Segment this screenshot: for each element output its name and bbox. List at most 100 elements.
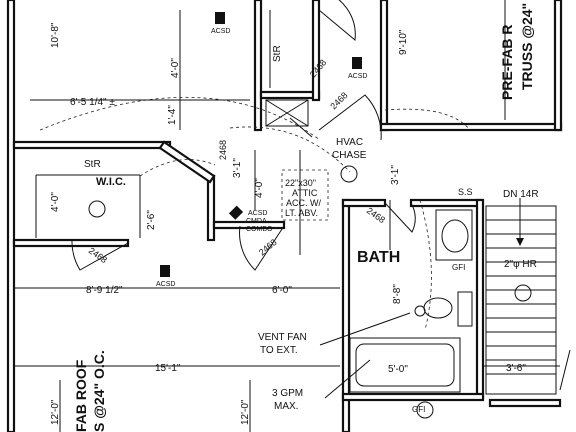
vent-fan-symbol <box>414 305 426 317</box>
closet-wall-west <box>253 0 263 132</box>
room-east-wall <box>379 0 389 132</box>
door-size-label: 2468 <box>87 245 109 265</box>
chase-label: CHASE <box>332 150 367 161</box>
attic-line1: 22"x30" <box>285 178 316 188</box>
handrail-label: 2"φ HR <box>504 259 537 270</box>
smoke-detector-icon <box>215 12 225 24</box>
door-swing-bath <box>384 202 416 233</box>
door-size-label: 2468 <box>308 58 329 80</box>
stair-arrow-head <box>516 238 524 246</box>
switch-arc-3 <box>384 108 471 131</box>
door-swing-room <box>318 94 382 141</box>
dim-6-0: 6'-0" <box>272 285 292 296</box>
smoke-detector-icon <box>352 57 362 69</box>
west-wall <box>6 0 16 432</box>
smoke-detector-icon <box>160 265 170 277</box>
switch-arc-5 <box>139 159 216 177</box>
north-wall-right <box>379 122 563 132</box>
combo-detector-icon <box>228 205 244 220</box>
door-size-label: 2468 <box>257 237 279 258</box>
dim-12-0-mid: 12'-0" <box>240 399 251 425</box>
lower-light-icon <box>416 401 434 419</box>
attic-line4: LT. ABV. <box>285 208 318 218</box>
dim-4-0-top: 4'-0" <box>170 58 181 78</box>
attic-line2: ATTIC <box>292 188 318 198</box>
walls <box>6 0 563 432</box>
bath-north-wall-a <box>341 198 387 208</box>
door-size-label: 2468 <box>218 140 228 160</box>
bath-north-wall-b <box>409 198 483 208</box>
roof-label-line2: S @24" O.C. <box>91 350 107 432</box>
acsd-label: ACSD <box>348 73 367 80</box>
stair-landing-wall <box>488 398 562 408</box>
bath-fixtures <box>349 209 473 393</box>
switch-arc-4 <box>419 199 432 331</box>
bathtub <box>349 337 461 393</box>
dim-15-1: 15'-1" <box>155 363 181 374</box>
gfi-label: GFI <box>452 263 465 272</box>
toilet-bowl <box>423 297 453 319</box>
door-swings <box>71 0 416 271</box>
vent-fan-line1: VENT FAN <box>258 332 307 343</box>
truss-label-line1: PRE-FAB R <box>499 25 515 100</box>
dimension-lines <box>14 10 560 432</box>
downstairs-label: DN 14R <box>503 189 539 200</box>
door-swing-wic <box>71 239 129 271</box>
wic-label: W.I.C. <box>96 176 126 188</box>
dim-8-8: 8'-8" <box>392 284 403 304</box>
dim-10-8: 10'-8" <box>50 22 61 48</box>
acsd-label: ACSD <box>156 281 175 288</box>
closet-wall-east <box>311 0 321 102</box>
lavatory-sink <box>441 219 469 253</box>
door-swing-hall <box>239 225 285 271</box>
door-size-label: 2468 <box>328 90 349 111</box>
far-east-wall <box>553 0 563 132</box>
wic-light-icon <box>88 200 106 218</box>
dim-4-0-left: 4'-0" <box>50 192 61 212</box>
hall-light-icon <box>340 165 358 183</box>
wic-diagonal-wall <box>158 140 216 184</box>
attic-line3: ACC. W/ <box>286 198 321 208</box>
stair-light-icon <box>514 284 532 302</box>
wic-east-wall <box>206 174 216 242</box>
dim-3-1b: 3'-1" <box>390 165 401 185</box>
ceiling-lights <box>88 165 532 419</box>
hvac-leader <box>289 117 313 138</box>
dim-1-4: 1'-4" <box>167 105 178 125</box>
ss-label: S.S <box>458 187 473 197</box>
dim-2-6: 2'-6" <box>146 210 157 230</box>
corner-leader <box>559 349 571 391</box>
hvac-label: HVAC <box>336 137 363 148</box>
hvac-chase-box <box>265 99 309 127</box>
dim-9-10: 9'-10" <box>398 29 409 55</box>
door-size-label: 2468 <box>365 205 387 225</box>
bath-east-wall <box>475 198 485 400</box>
dim-5-0: 5'-0" <box>388 364 408 375</box>
str-label: StR <box>84 159 101 170</box>
dim-3-6: 3'-6" <box>506 363 526 374</box>
acsd-cmda-label: ACSD <box>248 210 267 217</box>
truss-label-line2: TRUSS @24" <box>519 3 535 90</box>
gpm-leader <box>324 359 371 399</box>
dim-6-5: 6'-5 1/4" ± <box>70 97 115 108</box>
hall-wall <box>212 220 286 230</box>
stairs <box>485 198 557 395</box>
gfi-label: GFI <box>412 405 425 414</box>
gpm-line2: MAX. <box>274 401 298 412</box>
acsd-label: ACSD <box>211 28 230 35</box>
cmda-label: CMDA <box>246 218 267 225</box>
stair-outline <box>485 205 557 395</box>
switch-arc-1 <box>39 97 321 141</box>
dim-3-1: 3'-1" <box>232 158 243 178</box>
vanity <box>435 209 473 261</box>
dim-4-0b: 4'-0" <box>254 178 265 198</box>
dim-12-0-left: 12'-0" <box>50 399 61 425</box>
north-wall-left <box>12 140 166 150</box>
combo-label: COMBO <box>246 226 273 233</box>
roof-label-line1: FAB ROOF <box>73 359 89 432</box>
storage-label: StR <box>272 45 283 62</box>
dim-8-9: 8'-9 1/2" <box>86 285 123 296</box>
gpm-line1: 3 GPM <box>272 388 303 399</box>
